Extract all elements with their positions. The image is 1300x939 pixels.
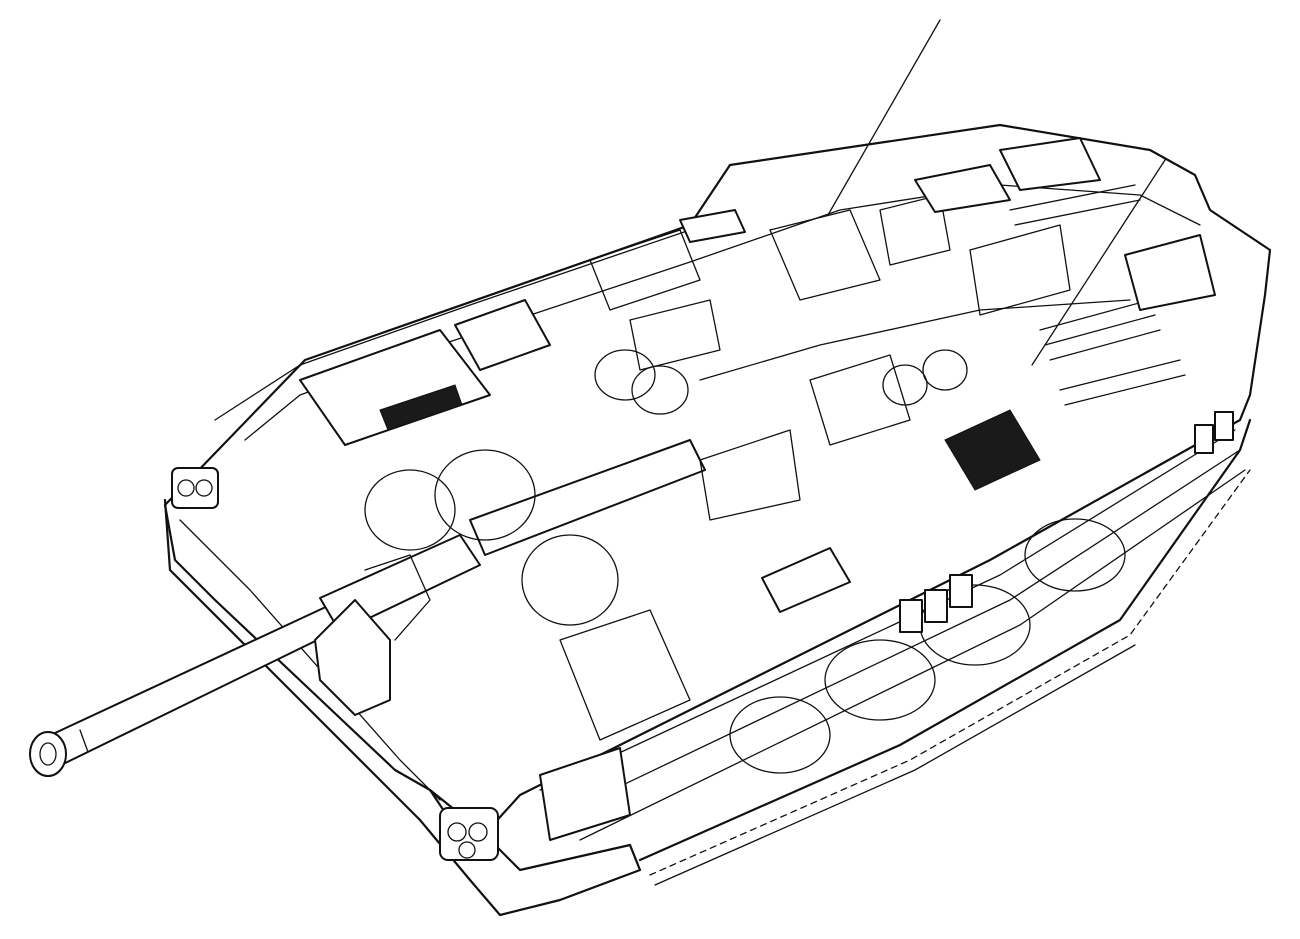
stowage-box-left — [299, 329, 491, 446]
gun-cradle — [314, 554, 431, 716]
side-hatches — [899, 411, 1234, 633]
callout-leader-2 — [1031, 159, 1166, 366]
callout-leader-1 — [827, 19, 941, 216]
road-wheels — [729, 518, 1126, 774]
main-gun — [29, 439, 706, 777]
callout-leaders — [827, 19, 1166, 366]
vent-grilles — [454, 137, 1216, 613]
crew-compartment — [769, 194, 1071, 446]
track — [638, 418, 1252, 886]
towing-eye-right — [439, 807, 499, 861]
front-glacis — [539, 747, 631, 841]
engine-bay — [364, 229, 801, 741]
towing-eye-left — [171, 467, 219, 509]
